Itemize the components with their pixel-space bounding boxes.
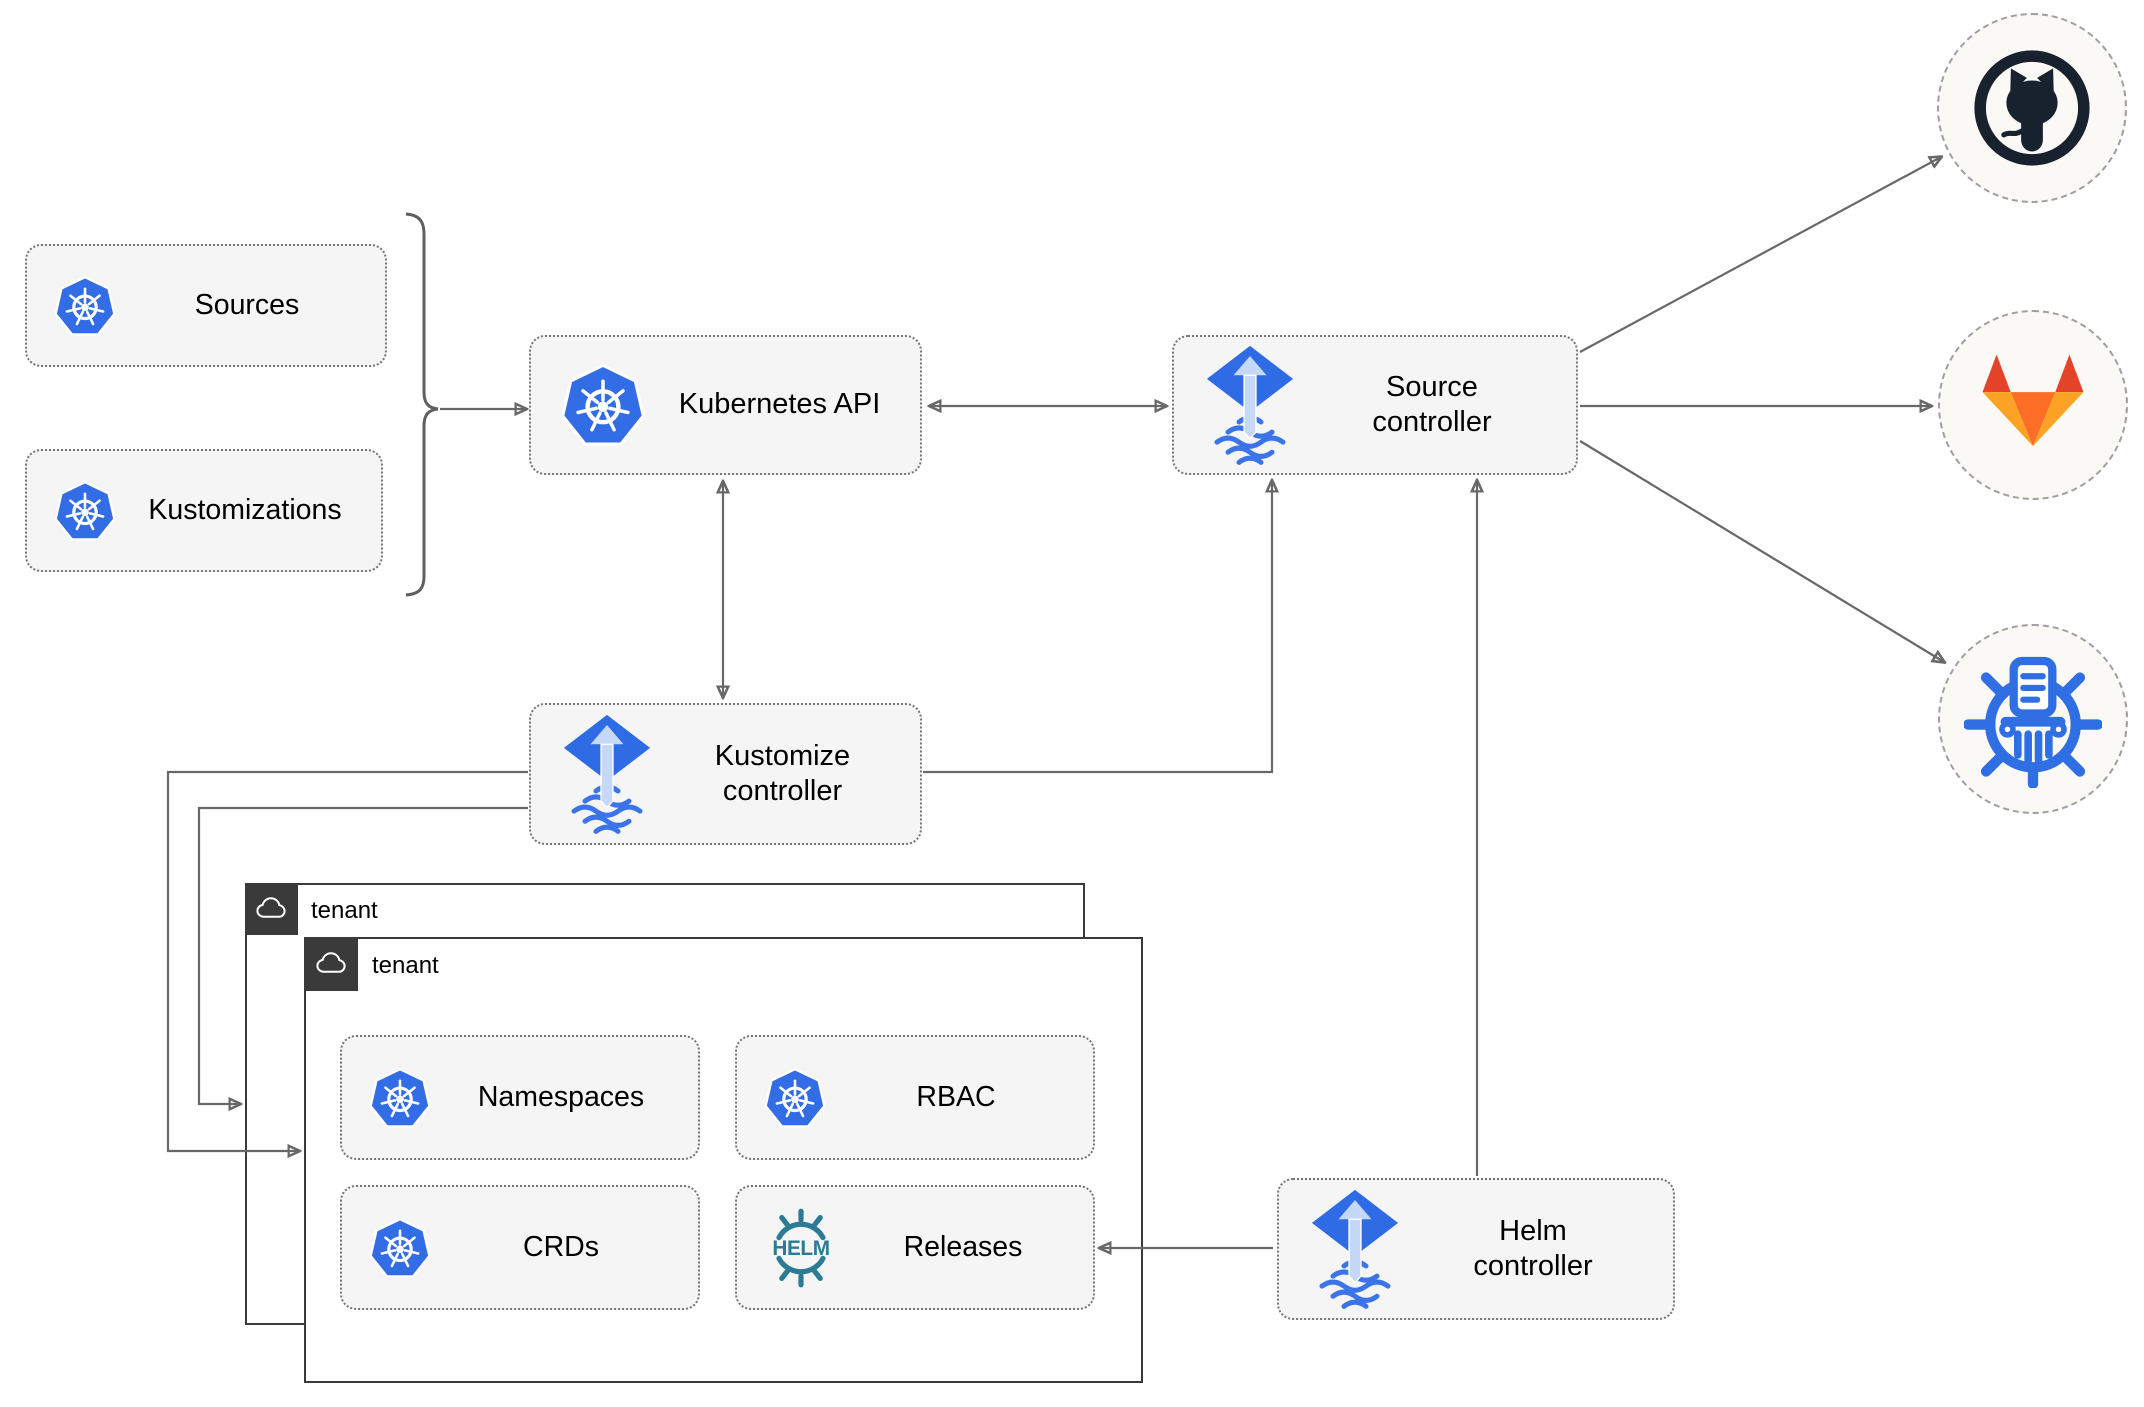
node-kubernetes-api: Kubernetes API <box>529 335 922 475</box>
tenant-front-box: tenant <box>303 936 1143 1383</box>
edge-grouping-brace <box>405 212 439 597</box>
gitlab-icon <box>1982 354 2084 447</box>
node-helm-controller: Helm controller <box>1277 1178 1675 1320</box>
node-crds: CRDs <box>340 1185 700 1310</box>
node-label: Source controller <box>1372 370 1492 438</box>
tenant-tab <box>244 882 298 935</box>
tenant-label: tenant <box>311 897 378 924</box>
flux-icon <box>1309 1189 1401 1310</box>
node-namespaces: Namespaces <box>340 1035 700 1160</box>
kubernetes-icon <box>53 274 117 338</box>
node-rbac: RBAC <box>735 1035 1095 1160</box>
node-label: Kubernetes API <box>678 388 881 421</box>
node-label: Kustomize controller <box>714 739 851 807</box>
kubernetes-icon <box>53 479 117 543</box>
node-kustomize-controller: Kustomize controller <box>529 703 922 845</box>
helm-icon: HELM <box>761 1208 841 1288</box>
cloud-icon <box>254 892 288 926</box>
tenant-label: tenant <box>372 952 439 979</box>
cloud-icon <box>314 947 348 981</box>
flux-icon <box>561 714 653 835</box>
node-sources: Sources <box>25 244 387 367</box>
kubernetes-icon <box>368 1066 432 1130</box>
edge-source-controller-to-chartmuseum <box>1579 440 1944 662</box>
edge-kustomize-to-source-controller <box>923 481 1272 774</box>
node-label: Releases <box>903 1231 1023 1264</box>
kubernetes-icon <box>763 1066 827 1130</box>
tenant-tab <box>303 936 358 991</box>
node-label: Kustomizations <box>148 494 342 527</box>
node-label: Helm controller <box>1473 1214 1593 1282</box>
node-label: CRDs <box>523 1231 599 1264</box>
github-icon <box>1974 50 2090 166</box>
chartmuseum-icon <box>1964 656 2102 788</box>
flux-icon <box>1204 345 1296 466</box>
github-circle <box>1937 13 2127 203</box>
node-kustomizations: Kustomizations <box>25 449 383 572</box>
kubernetes-icon <box>368 1216 432 1280</box>
node-releases: HELM Releases <box>735 1185 1095 1310</box>
node-source-controller: Source controller <box>1172 335 1578 475</box>
chartmuseum-circle <box>1938 624 2128 814</box>
edge-source-controller-to-github <box>1579 157 1941 353</box>
node-label: Namespaces <box>477 1081 645 1114</box>
node-label: Sources <box>194 289 300 322</box>
gitlab-circle <box>1938 310 2128 500</box>
node-label: RBAC <box>916 1081 996 1114</box>
helm-wordmark: HELM <box>772 1237 829 1260</box>
kubernetes-icon <box>559 361 647 449</box>
